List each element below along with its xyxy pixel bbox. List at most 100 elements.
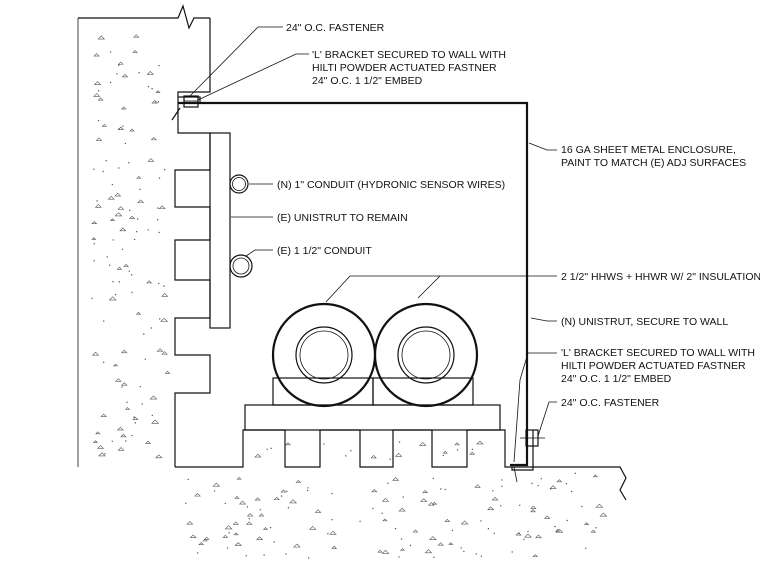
aggregate-speck <box>327 533 329 535</box>
aggregate-speck <box>392 477 400 481</box>
aggregate-speck <box>97 119 100 122</box>
aggregate-speck <box>480 555 483 558</box>
aggregate-speck <box>101 123 107 127</box>
aggregate-speck <box>422 489 429 493</box>
aggregate-speck <box>584 522 590 525</box>
aggregate-speck <box>114 192 122 197</box>
aggregate-speck <box>146 71 154 75</box>
aggregate-speck <box>157 101 160 103</box>
aggregate-speck <box>234 495 240 499</box>
label-unistrut-new: (N) UNISTRUT, SECURE TO WALL <box>561 316 728 328</box>
aggregate-speck <box>116 266 123 270</box>
aggregate-speck <box>189 534 197 539</box>
aggregate-speck <box>289 499 298 504</box>
aggregate-speck <box>254 453 262 458</box>
aggregate-speck <box>115 378 122 382</box>
aggregate-speck <box>574 472 577 475</box>
label-unistrut-existing: (E) UNISTRUT TO REMAIN <box>277 212 408 224</box>
aggregate-speck <box>93 242 95 245</box>
hhwr-pipe <box>373 302 479 408</box>
aggregate-speck <box>97 97 104 101</box>
aggregate-speck <box>599 512 608 517</box>
aggregate-speck <box>109 218 116 221</box>
aggregate-speck <box>254 497 261 501</box>
aggregate-speck <box>433 556 435 559</box>
aggregate-speck <box>371 488 378 493</box>
label-bracket-top-3: 24" O.C. 1 1/2" EMBED <box>312 75 423 87</box>
aggregate-speck <box>149 395 158 400</box>
aggregate-speck <box>585 547 587 550</box>
aggregate-speck <box>121 74 129 78</box>
aggregate-speck <box>314 509 322 513</box>
aggregate-speck <box>120 382 128 386</box>
aggregate-speck <box>151 100 159 104</box>
label-pipes: 2 1/2" HHWS + HHWR W/ 2" INSULATION <box>561 271 760 283</box>
aggregate-speck <box>109 51 112 53</box>
aggregate-speck <box>258 513 265 517</box>
aggregate-speck <box>307 557 310 559</box>
aggregate-speck <box>150 327 152 329</box>
bottom-l-bracket <box>511 429 545 483</box>
aggregate-speck <box>293 543 301 548</box>
aggregate-speck <box>103 320 105 322</box>
aggregate-speck <box>394 452 403 457</box>
aggregate-speck <box>460 520 469 525</box>
aggregate-speck <box>372 507 374 510</box>
aggregate-speck <box>491 496 499 501</box>
aggregate-speck <box>259 509 261 511</box>
aggregate-speck <box>129 209 131 212</box>
aggregate-speck <box>98 452 106 457</box>
aggregate-speck <box>112 281 114 283</box>
aggregate-speck <box>186 521 194 525</box>
aggregate-speck <box>492 490 494 492</box>
aggregate-speck <box>187 478 189 481</box>
aggregate-speck <box>262 527 269 530</box>
aggregate-speck <box>487 527 490 530</box>
new-unistrut-support <box>244 404 501 431</box>
aggregate-speck <box>238 500 247 505</box>
aggregate-speck <box>94 204 102 208</box>
aggregate-speck <box>91 351 100 356</box>
aggregate-speck <box>135 311 142 315</box>
aggregate-speck <box>125 440 127 442</box>
aggregate-speck <box>370 454 377 459</box>
aggregate-speck <box>442 454 445 457</box>
aggregate-speck <box>399 548 406 551</box>
aggregate-speck <box>136 176 142 179</box>
aggregate-speck <box>280 495 283 497</box>
aggregate-speck <box>420 498 428 502</box>
leaders <box>189 26 557 463</box>
aggregate-speck <box>151 88 153 90</box>
aggregate-speck <box>112 239 114 241</box>
aggregate-speck <box>387 482 389 485</box>
aggregate-speck <box>381 549 390 554</box>
aggregate-speck <box>270 447 272 450</box>
aggregate-speck <box>331 492 333 495</box>
sheet-metal-enclosure <box>178 101 529 467</box>
aggregate-speck <box>96 200 98 202</box>
aggregate-speck <box>97 35 106 40</box>
aggregate-speck <box>139 188 141 191</box>
aggregate-speck <box>437 542 444 546</box>
aggregate-speck <box>456 449 459 451</box>
aggregate-speck <box>102 361 105 364</box>
aggregate-speck <box>139 385 141 388</box>
aggregate-speck <box>331 519 333 521</box>
aggregate-speck <box>565 482 568 485</box>
aggregate-speck <box>222 534 229 538</box>
aggregate-speck <box>161 351 168 355</box>
aggregate-speck <box>151 414 153 417</box>
aggregate-speck <box>161 292 169 297</box>
aggregate-speck <box>273 541 275 543</box>
aggregate-speck <box>412 529 419 533</box>
aggregate-speck <box>155 454 163 459</box>
aggregate-speck <box>138 72 140 74</box>
aggregate-speck <box>155 90 161 93</box>
aggregate-speck <box>158 318 161 320</box>
concrete-floor-slab <box>175 429 627 501</box>
aggregate-speck <box>133 238 136 241</box>
pipe-saddle-right <box>372 377 474 406</box>
aggregate-speck <box>106 256 108 258</box>
aggregate-speck <box>234 542 242 546</box>
aggregate-speck <box>133 34 140 38</box>
